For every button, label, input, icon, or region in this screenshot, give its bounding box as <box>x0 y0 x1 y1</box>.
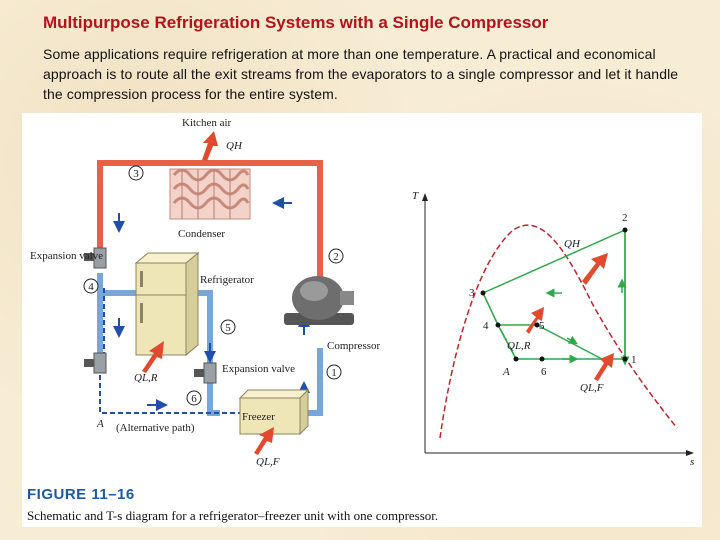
heat-in-refrigerator-arrow <box>142 341 164 373</box>
expansion-valve-2 <box>194 362 217 384</box>
ts-qlf-label: QL,F <box>580 382 604 394</box>
svg-text:3: 3 <box>133 168 139 180</box>
pipe-cold-left <box>97 273 220 416</box>
state-circle-5: 5 <box>220 319 236 335</box>
expansion-valve-3 <box>84 352 107 374</box>
state-circle-4: 4 <box>83 278 99 294</box>
figure-panel: 3 2 4 5 1 6 Kitchen air QH Condenser Exp… <box>22 113 702 527</box>
svg-text:1: 1 <box>331 367 337 379</box>
ts-point-a: A <box>502 366 510 378</box>
saturation-dome <box>439 224 678 439</box>
compressor-label: Compressor <box>327 340 381 352</box>
s-axis-label: s <box>690 456 694 468</box>
kitchen-air-label: Kitchen air <box>182 117 232 129</box>
expansion-valve-label-2: Expansion valve <box>222 363 295 375</box>
svg-text:6: 6 <box>191 393 197 405</box>
qlf-label: QL,F <box>256 456 280 468</box>
expansion-valve-label-1: Expansion valve <box>30 250 103 262</box>
ts-point-1: 1 <box>631 354 637 366</box>
expansion-valve-1 <box>84 247 107 269</box>
condenser-label: Condenser <box>178 228 225 240</box>
freezer-label: Freezer <box>242 411 275 423</box>
svg-text:4: 4 <box>88 281 94 293</box>
svg-text:2: 2 <box>333 251 339 263</box>
alternative-point-label: A <box>96 418 104 430</box>
qlr-label: QL,R <box>134 372 158 384</box>
schematic: 3 2 4 5 1 6 Kitchen air QH Condenser Exp… <box>30 117 381 468</box>
compressor-illustration <box>284 276 354 325</box>
refrigerator-label: Refrigerator <box>200 274 254 286</box>
ts-heat-in-freezer-arrow <box>594 353 614 381</box>
qh-label: QH <box>226 140 243 152</box>
svg-text:5: 5 <box>225 322 231 334</box>
state-circle-6: 6 <box>186 390 202 406</box>
figure-number: FIGURE 11–16 <box>27 486 135 503</box>
ts-heat-out-arrow <box>582 253 608 285</box>
ts-point-3: 3 <box>469 287 475 299</box>
ts-diagram: T s 2 1 <box>412 190 694 468</box>
state-circle-2: 2 <box>328 248 344 264</box>
ts-point-5: 5 <box>539 320 545 332</box>
freezer-illustration <box>238 388 310 436</box>
ts-point-2: 2 <box>622 212 628 224</box>
figure-svg: 3 2 4 5 1 6 Kitchen air QH Condenser Exp… <box>30 117 694 468</box>
figure-caption: Schematic and T-s diagram for a refriger… <box>27 508 439 523</box>
heat-out-arrow <box>202 131 218 161</box>
ts-qh-label: QH <box>564 238 581 250</box>
state-circle-3: 3 <box>128 165 144 181</box>
refrigerator-illustration <box>134 251 200 357</box>
condenser-coil <box>169 168 251 220</box>
alternative-path-line <box>99 375 240 414</box>
ts-heat-in-refrigerator-arrow <box>526 307 544 334</box>
t-axis-label: T <box>412 190 419 202</box>
ts-qlr-label: QL,R <box>507 340 531 352</box>
pipe-hot-top <box>97 160 323 248</box>
alternative-path-label: (Alternative path) <box>116 422 195 434</box>
state-circle-1: 1 <box>326 364 342 380</box>
heat-in-freezer-arrow <box>254 427 274 455</box>
slide-title: Multipurpose Refrigeration Systems with … <box>43 13 549 32</box>
ts-point-6: 6 <box>541 366 547 378</box>
slide-paragraph: Some applications require refrigeration … <box>43 46 679 102</box>
ts-point-4: 4 <box>483 320 489 332</box>
